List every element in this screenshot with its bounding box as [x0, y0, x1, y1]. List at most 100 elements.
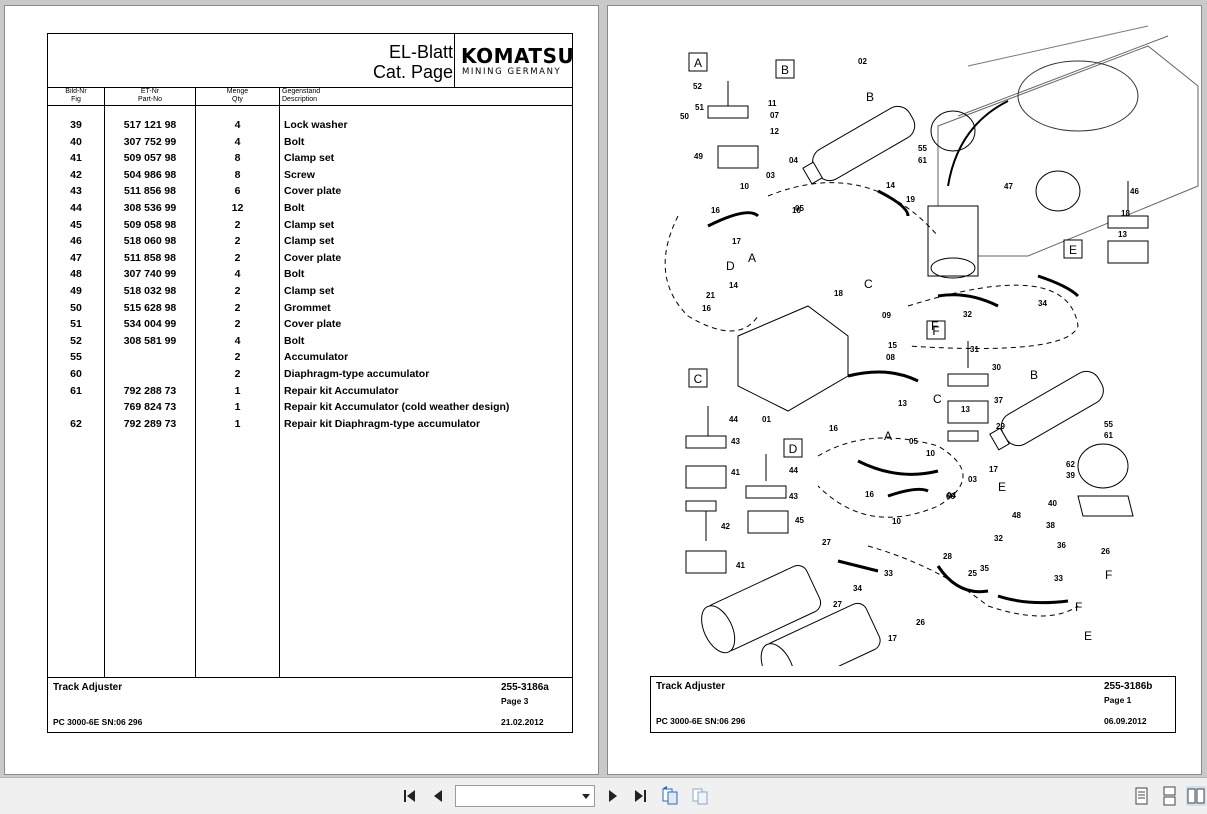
part-callout: 42 — [721, 522, 730, 531]
fig-cell: 48 — [70, 268, 82, 281]
part-callout: 30 — [992, 363, 1001, 372]
page-number-select[interactable] — [455, 785, 595, 807]
part-callout: 61 — [918, 156, 927, 165]
part-no-cell: 517 121 98 — [123, 119, 177, 131]
clamp-set-f — [947, 341, 989, 442]
description-cell: Bolt — [284, 135, 305, 148]
footer-page-number: Page 1 — [1104, 695, 1132, 705]
part-callout: 61 — [1104, 431, 1113, 440]
qty-cell: 2 — [234, 368, 241, 380]
continuous-icon[interactable] — [1159, 786, 1179, 806]
description-cell: Repair kit Diaphragm-type accumulator — [284, 417, 481, 430]
fig-cell: 39 — [70, 119, 82, 131]
cylinder-2 — [760, 602, 881, 666]
detail-view-marker: A — [688, 52, 708, 72]
part-callout: A — [884, 429, 892, 443]
part-no-cell: 308 536 99 — [123, 202, 177, 214]
part-no-cell: 504 986 98 — [123, 168, 177, 181]
part-no-cell: 518 032 98 — [123, 285, 177, 297]
back-view-icon[interactable] — [660, 786, 680, 806]
description-cell: Bolt — [284, 202, 305, 214]
part-callout: 60 — [946, 492, 955, 501]
qty-cell: 8 — [234, 152, 241, 165]
col-header-fig: Bild-Nr Fig — [48, 88, 104, 106]
dashed-route — [867, 545, 1079, 617]
fig-cell: 45 — [70, 218, 82, 231]
hose — [887, 487, 929, 498]
valve-body — [927, 205, 979, 277]
part-callout: 09 — [882, 311, 891, 320]
prev-page-icon[interactable] — [428, 786, 448, 806]
idler-wheel — [1035, 170, 1081, 212]
part-callout: 55 — [1104, 420, 1113, 429]
fig-cell: 52 — [70, 334, 82, 347]
part-no-cell: 308 581 99 — [123, 334, 177, 347]
description-cell: Clamp set — [284, 285, 335, 297]
facing-icon[interactable] — [1186, 786, 1206, 806]
qty-cell: 4 — [234, 119, 241, 131]
part-no-cell: 534 004 99 — [123, 318, 177, 331]
part-callout: 46 — [1130, 187, 1139, 196]
fig-cell: 41 — [70, 152, 82, 165]
dashed-route — [767, 182, 939, 237]
fig-cell: 61 — [70, 384, 82, 397]
next-page-icon[interactable] — [603, 786, 623, 806]
fig-cell: 43 — [70, 185, 82, 198]
part-callout: 18 — [1121, 209, 1130, 218]
part-no-cell: 515 628 98 — [123, 301, 177, 314]
qty-cell: 2 — [234, 251, 241, 264]
part-callout: 41 — [736, 561, 745, 570]
description-cell: Cover plate — [284, 318, 342, 331]
fig-cell: 55 — [70, 351, 82, 364]
part-callout: 10 — [792, 206, 801, 215]
part-callout: 21 — [706, 291, 715, 300]
part-callout: 25 — [968, 569, 977, 578]
first-page-icon[interactable] — [400, 786, 420, 806]
col-header-part: ET-Nr Part-No — [105, 88, 195, 106]
part-callout: 34 — [853, 584, 862, 593]
hose — [937, 293, 999, 308]
valve-block — [737, 305, 849, 412]
part-callout: F — [931, 319, 938, 333]
col-header-desc: Gegenstand Description — [282, 88, 482, 106]
part-callout: F — [1105, 568, 1112, 582]
accumulator-right — [989, 370, 1104, 451]
part-callout: 17 — [989, 465, 998, 474]
footer-assembly-name: Track Adjuster — [53, 682, 123, 693]
col-qty-de: Menge — [226, 88, 249, 95]
qty-cell: 1 — [234, 384, 241, 397]
machine-frame-line — [957, 35, 1169, 117]
single-page-icon[interactable] — [1131, 786, 1151, 806]
last-page-icon[interactable] — [630, 786, 650, 806]
part-callout: 48 — [1012, 511, 1021, 520]
footer-machine: PC 3000-6E SN:06 296 — [53, 717, 143, 727]
detail-view-marker: C — [688, 368, 708, 388]
svg-text:A: A — [694, 56, 702, 70]
header-divider — [48, 105, 572, 106]
part-callout: B — [866, 90, 874, 104]
dashed-route — [817, 437, 964, 518]
part-callout: 13 — [898, 399, 907, 408]
clamp-set-c — [685, 406, 727, 574]
forward-view-icon[interactable] — [690, 786, 710, 806]
clamp-set-e — [1107, 181, 1149, 264]
qty-cell: 2 — [234, 301, 241, 314]
column-divider — [195, 88, 196, 677]
left-catalog-page: EL-Blatt Cat. Page KOMATSU MINING GERMAN… — [4, 5, 599, 775]
part-callout: 05 — [795, 204, 804, 213]
footer-divider — [48, 677, 572, 678]
idler-wheel — [930, 110, 976, 152]
part-callout: 35 — [980, 564, 989, 573]
fig-cell: 62 — [70, 417, 82, 430]
part-callout: 31 — [970, 345, 979, 354]
hose-line — [947, 100, 1009, 187]
description-cell: Grommet — [284, 301, 331, 314]
part-callout: C — [864, 277, 873, 291]
footer-assembly-name: Track Adjuster — [656, 681, 726, 692]
